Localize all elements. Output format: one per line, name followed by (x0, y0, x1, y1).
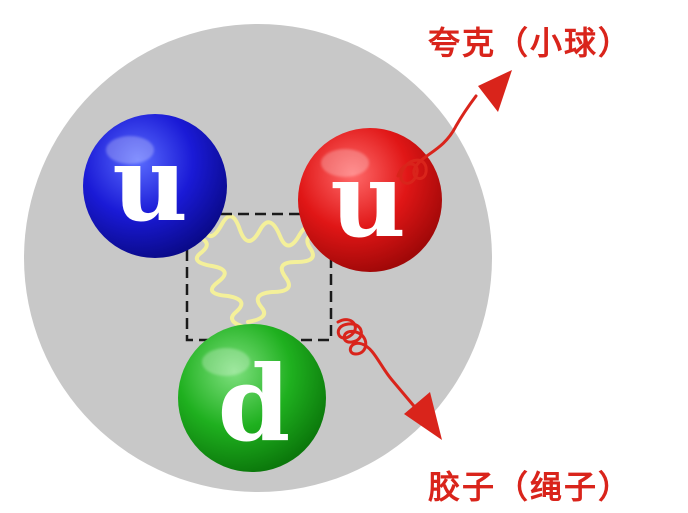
particle-letter: u (112, 122, 188, 245)
quark-caption: 夸克（小球） (428, 24, 633, 62)
gluon-caption: 胶子（绳子） (428, 468, 633, 506)
gluon-spring-red-green (246, 230, 320, 324)
particle-letter: u (330, 138, 406, 261)
quark-pointer-arrow (396, 94, 478, 185)
gluon-spring-blue-green (194, 234, 250, 330)
up-quark-blue: u (83, 114, 227, 258)
gluon-arrow-head (404, 392, 442, 440)
up-quark-red: u (298, 128, 442, 272)
gluon-pointer-arrow (336, 318, 426, 420)
particle-letter: d (218, 342, 291, 465)
quark-arrow-head (478, 70, 512, 112)
down-quark-green: d (178, 324, 326, 472)
